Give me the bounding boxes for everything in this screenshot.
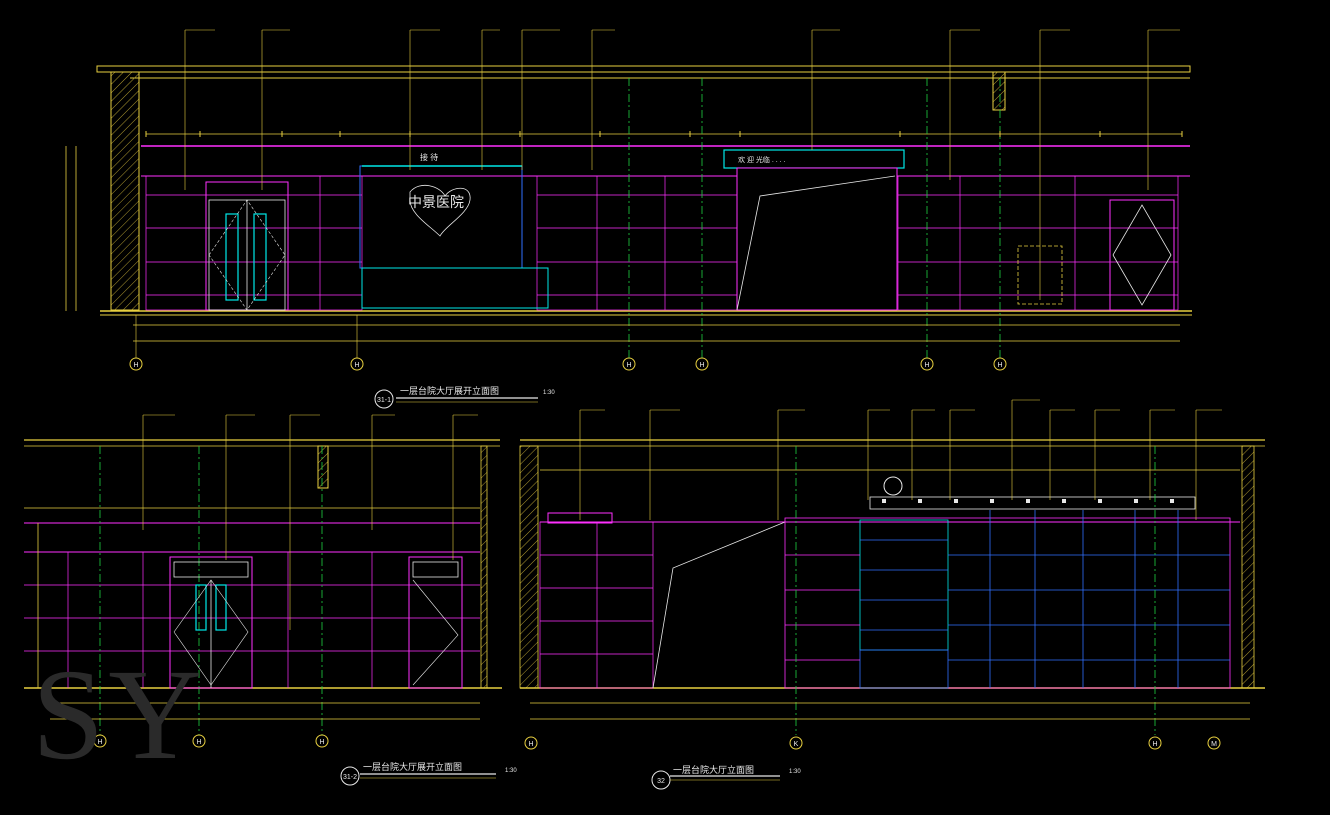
column-hatch [317,445,329,489]
watermark: SY [32,643,207,787]
reception-desk: 中景医院 接 待 [359,152,549,309]
axis-label: H [133,362,138,369]
reception-label: 接 待 [420,152,438,162]
axis-label: H [997,362,1002,369]
double-door-left [205,181,289,311]
drawing-ref: 31-1 [377,397,391,404]
axis-guides-top [628,78,1001,360]
axis-label: H [319,739,324,746]
dimension-ticks [145,131,1183,137]
ceiling-bulkhead [869,496,1196,510]
hospital-sign-text: 中景医院 [408,194,464,210]
feature-wall [784,510,1231,689]
left-wall-hatch [110,71,140,311]
title-block-bottom-right: 32 一层台院大厅立面图 1:30 [651,764,801,790]
right-wall-hatch [1241,445,1255,689]
welcome-banner-text: 欢 迎 光临 . . . . [738,155,786,164]
elevation-bottom-left: H H H 31-2 一层台院大厅展开立面图 1:30 [24,414,517,786]
single-door [408,556,463,689]
axis-label: H [626,362,631,369]
elevation-bottom-right: H K H M 32 一层台院大厅立面图 1:30 [519,399,1265,790]
leaders [579,399,1222,520]
ceiling-slab [96,65,1191,73]
ramp-outline [652,521,786,689]
column-hatch [992,71,1006,111]
axis-label: M [1211,741,1217,748]
axis-label: H [196,739,201,746]
drawing-title: 一层台院大厅立面图 [673,764,754,775]
elevation-top: 中景医院 接 待 欢 迎 光临 . . . . [65,29,1192,409]
drawing-title: 一层台院大厅展开立面图 [363,761,462,772]
drawing-title: 一层台院大厅展开立面图 [400,385,499,396]
axis-label: H [354,362,359,369]
axis-guides [99,446,323,735]
axis-bubbles [524,736,1221,750]
drawing-ref: 31-2 [343,774,357,781]
right-wall-hatch [480,445,488,689]
downlights [882,499,1174,503]
drawing-scale: 1:30 [505,768,517,774]
wall-panel-grid [145,175,1179,311]
axis-label: H [924,362,929,369]
axis-bubbles [93,734,329,748]
axis-lines-top [135,315,358,358]
welcome-banner: 欢 迎 光临 . . . . [723,149,905,311]
left-wall-hatch [519,445,539,689]
axis-label: K [794,741,799,748]
axis-guides [795,446,1156,735]
double-door [169,556,253,689]
axis-label: H [528,741,533,748]
drawing-scale: 1:30 [789,769,801,775]
leaders-top [184,29,1180,300]
drawing-ref: 32 [657,778,665,785]
title-block-bottom-left: 31-2 一层台院大厅展开立面图 1:30 [340,761,517,786]
axis-bubbles-top [129,357,1007,371]
axis-label: H [1152,741,1157,748]
axis-label: H [97,739,102,746]
drawing-scale: 1:30 [543,390,555,396]
left-wall-panels [539,521,654,689]
leaders [142,414,478,630]
detail-callout [883,476,903,496]
title-block-top: 31-1 一层台院大厅展开立面图 1:30 [374,385,555,409]
single-door-right [1109,199,1175,311]
axis-label: H [699,362,704,369]
